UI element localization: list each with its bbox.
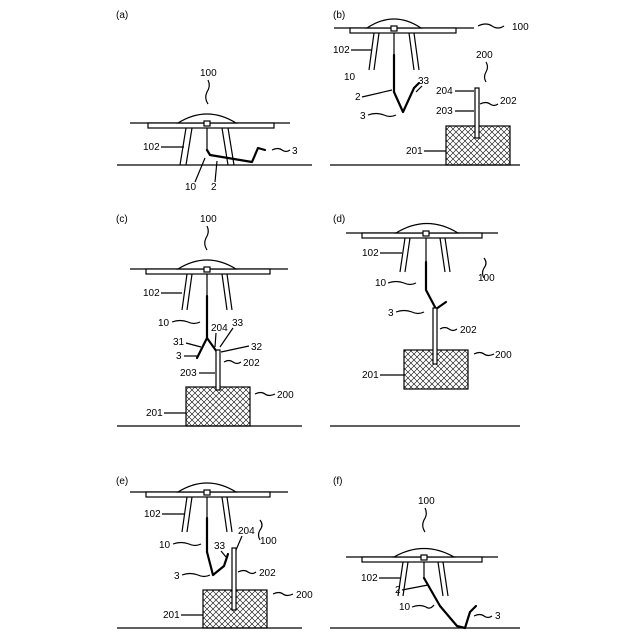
panel-label-a: (a): [116, 10, 128, 21]
tether-line: [426, 262, 446, 309]
callout-10: 10: [375, 278, 387, 289]
callout-202: 202: [243, 358, 260, 369]
callout-200: 200: [476, 50, 493, 61]
callout-102: 102: [333, 45, 350, 56]
callout-3: 3: [388, 308, 394, 319]
callout-100: 100: [512, 22, 529, 33]
callout-200: 200: [495, 350, 512, 361]
callout-3: 3: [176, 351, 182, 362]
callout-204: 204: [436, 86, 453, 97]
callout-102: 102: [361, 573, 378, 584]
callout-100: 100: [200, 68, 217, 79]
station-post: [216, 350, 220, 390]
panel-label-c: (c): [116, 214, 128, 225]
station-post: [232, 548, 236, 610]
panel-label-d: (d): [333, 214, 345, 225]
callout-100: 100: [478, 273, 495, 284]
callout-10: 10: [344, 72, 356, 83]
callout-31: 31: [173, 337, 185, 348]
callout-10: 10: [159, 540, 171, 551]
callout-10: 10: [399, 602, 411, 613]
callout-202: 202: [500, 96, 517, 107]
callout-202: 202: [460, 325, 477, 336]
callout-201: 201: [362, 370, 379, 381]
callout-204: 204: [211, 323, 228, 334]
callout-3: 3: [174, 571, 180, 582]
callout-202: 202: [259, 568, 276, 579]
panel-c: (c) 100 102 10 31 3 204 33 32: [116, 214, 302, 426]
callout-204: 204: [238, 526, 255, 537]
panel-d: (d) 102 100 10 3 202 200 201: [330, 214, 520, 426]
callout-3: 3: [292, 146, 298, 157]
callout-3: 3: [360, 111, 366, 122]
callout-203: 203: [436, 106, 453, 117]
callout-203: 203: [180, 368, 197, 379]
panel-f: (f) 100 102 2 10 3: [330, 476, 520, 628]
panel-b: (b) 100 102 10 2 3 33 200 204 202: [330, 10, 529, 165]
drone: [130, 483, 288, 532]
callout-200: 200: [296, 590, 313, 601]
tether-line: [424, 578, 476, 628]
panel-label-b: (b): [333, 10, 345, 21]
callout-32: 32: [251, 342, 263, 353]
drone: [130, 114, 290, 165]
tether-line: [394, 55, 419, 112]
drone: [130, 260, 288, 310]
callout-100: 100: [200, 214, 217, 225]
callout-102: 102: [143, 142, 160, 153]
callout-2: 2: [355, 92, 361, 103]
callout-2: 2: [211, 182, 217, 193]
callout-33: 33: [214, 541, 226, 552]
callout-33: 33: [418, 76, 430, 87]
callout-102: 102: [362, 248, 379, 259]
callout-200: 200: [277, 390, 294, 401]
panel-label-f: (f): [333, 476, 342, 487]
station-post: [475, 88, 479, 138]
callout-201: 201: [163, 610, 180, 621]
tether-line: [207, 148, 265, 162]
callout-102: 102: [143, 288, 160, 299]
callout-10: 10: [185, 182, 197, 193]
callout-201: 201: [146, 408, 163, 419]
callout-100: 100: [418, 496, 435, 507]
panel-e: (e) 102 10 204 100 33 3 202 201: [116, 476, 313, 628]
callout-10: 10: [158, 318, 170, 329]
callout-102: 102: [144, 509, 161, 520]
callout-100: 100: [260, 536, 277, 547]
panel-a: (a) 100 102 10 2 3: [116, 10, 312, 193]
panel-label-e: (e): [116, 476, 128, 487]
callout-3: 3: [495, 611, 501, 622]
station-post: [433, 308, 437, 364]
tether-line: [197, 296, 207, 358]
drone: [334, 19, 474, 70]
callout-2: 2: [395, 585, 401, 596]
base-block: [186, 387, 250, 426]
callout-33: 33: [232, 318, 244, 329]
callout-201: 201: [406, 146, 423, 157]
